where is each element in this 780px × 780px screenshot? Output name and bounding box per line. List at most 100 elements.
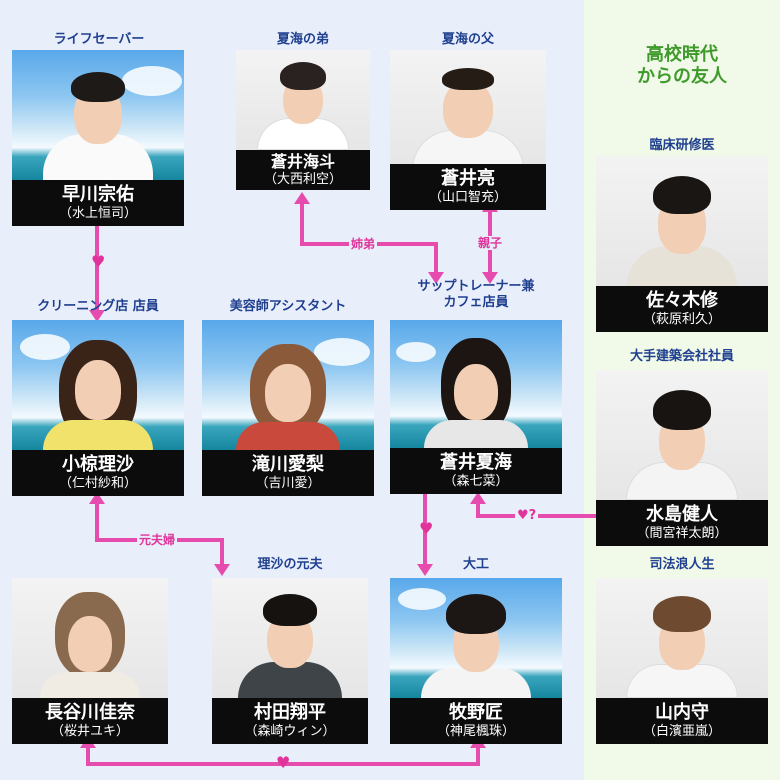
- role-label-ryo: 夏海の父: [441, 32, 494, 47]
- name-bar: 長谷川佳奈 （桜井ユキ）: [12, 698, 168, 744]
- role-natsumi-line1: サップトレーナー兼: [417, 279, 535, 294]
- actor-name: （大西利空）: [263, 172, 342, 187]
- line-mizushima-natsumi: [476, 500, 596, 518]
- person-name: 佐々木修: [646, 290, 718, 311]
- portrait: [35, 578, 145, 698]
- person-name: 牧野匠: [449, 702, 503, 723]
- portrait: [421, 320, 531, 448]
- portrait: [421, 578, 531, 698]
- person-name: 村田翔平: [254, 702, 326, 723]
- card-risa[interactable]: 小椋理沙 （仁村紗和）: [12, 320, 184, 496]
- relation-parent-child: 親子: [476, 236, 505, 250]
- heart-natsumi-makino: ♥: [419, 519, 434, 538]
- name-bar: 早川宗佑 （水上恒司）: [12, 180, 184, 226]
- name-bar: 山内守 （白濱亜嵐）: [596, 698, 768, 744]
- relation-mizushima-natsumi: ♥?: [515, 508, 539, 523]
- beach-photo: [12, 320, 184, 450]
- actor-name: （神尾楓珠）: [436, 724, 515, 739]
- name-bar: 滝川愛梨 （吉川愛）: [202, 450, 374, 496]
- role-label-mizushima: 大手建築会社社員: [629, 349, 734, 364]
- relation-siblings: 姉弟: [349, 237, 378, 251]
- portrait-photo: [596, 370, 768, 500]
- heart-hayakawa-risa: ♥: [91, 252, 106, 271]
- portrait: [257, 50, 349, 150]
- portrait: [626, 370, 738, 500]
- role-label-sasaki: 臨床研修医: [649, 138, 715, 153]
- friends-group-heading: 高校時代 からの友人: [596, 44, 768, 88]
- card-makino[interactable]: 牧野匠 （神尾楓珠）: [390, 578, 562, 744]
- name-bar: 蒼井夏海 （森七菜）: [390, 448, 562, 494]
- name-bar: 佐々木修 （萩原利久）: [596, 286, 768, 332]
- person-name: 蒼井亮: [441, 168, 495, 189]
- person-name: 小椋理沙: [62, 454, 134, 475]
- actor-name: （水上恒司）: [58, 206, 137, 221]
- arrow-to-risa-2: [89, 492, 105, 504]
- role-label-natsumi: サップトレーナー兼 カフェ店員: [388, 279, 564, 311]
- role-label-yamauchi: 司法浪人生: [649, 557, 715, 572]
- role-label-hayakawa: ライフセーバー: [53, 32, 145, 47]
- person-name: 水島健人: [646, 504, 718, 525]
- arrow-to-natsumi-1: [428, 272, 444, 284]
- actor-name: （間宮祥太朗）: [636, 526, 728, 541]
- actor-name: （吉川愛）: [255, 476, 321, 491]
- card-mizushima[interactable]: 水島健人 （間宮祥太朗）: [596, 370, 768, 546]
- portrait-photo: [390, 50, 546, 170]
- actor-name: （森七菜）: [443, 474, 509, 489]
- role-label-makino: 大工: [462, 557, 489, 572]
- name-bar: 小椋理沙 （仁村紗和）: [12, 450, 184, 496]
- card-murata[interactable]: 村田翔平 （森崎ウィン）: [212, 578, 368, 744]
- person-name: 早川宗佑: [62, 184, 134, 205]
- card-sasaki[interactable]: 佐々木修 （萩原利久）: [596, 156, 768, 332]
- beach-photo: [390, 320, 562, 448]
- role-label-airi: 美容師アシスタント: [229, 299, 347, 314]
- actor-name: （森崎ウィン）: [244, 724, 336, 739]
- person-name: 蒼井夏海: [440, 452, 512, 473]
- portrait-photo: [12, 578, 168, 698]
- portrait-photo: [596, 156, 768, 286]
- card-hayakawa[interactable]: 早川宗佑 （水上恒司）: [12, 50, 184, 226]
- actor-name: （仁村紗和）: [58, 476, 137, 491]
- name-bar: 水島健人 （間宮祥太朗）: [596, 500, 768, 546]
- portrait: [43, 50, 153, 180]
- person-name: 長谷川佳奈: [45, 702, 135, 723]
- beach-photo: [12, 50, 184, 180]
- friends-heading-line2: からの友人: [637, 66, 727, 87]
- card-kaito[interactable]: 蒼井海斗 （大西利空）: [236, 50, 370, 190]
- friends-heading-line1: 高校時代: [646, 44, 718, 65]
- actor-name: （桜井ユキ）: [50, 724, 129, 739]
- arrow-to-kaito: [294, 192, 310, 204]
- portrait-photo: [236, 50, 370, 150]
- name-bar: 牧野匠 （神尾楓珠）: [390, 698, 562, 744]
- card-airi[interactable]: 滝川愛梨 （吉川愛）: [202, 320, 374, 496]
- heart-hasegawa-makino: ♥: [276, 753, 291, 772]
- card-hasegawa[interactable]: 長谷川佳奈 （桜井ユキ）: [12, 578, 168, 744]
- card-natsumi[interactable]: 蒼井夏海 （森七菜）: [390, 320, 562, 494]
- card-ryo[interactable]: 蒼井亮 （山口智充）: [390, 50, 546, 210]
- arrow-to-risa: [89, 310, 105, 322]
- arrow-to-natsumi-2: [482, 272, 498, 284]
- role-natsumi-line2: カフェ店員: [443, 295, 509, 310]
- portrait-photo: [212, 578, 368, 698]
- portrait: [235, 578, 345, 698]
- portrait: [412, 50, 524, 170]
- card-yamauchi[interactable]: 山内守 （白濱亜嵐）: [596, 578, 768, 744]
- person-name: 滝川愛梨: [252, 454, 324, 475]
- portrait: [626, 578, 738, 698]
- actor-name: （萩原利久）: [642, 312, 721, 327]
- arrow-to-murata: [214, 564, 230, 576]
- portrait: [43, 320, 153, 450]
- role-label-murata: 理沙の元夫: [257, 557, 323, 572]
- portrait: [627, 156, 737, 286]
- name-bar: 蒼井亮 （山口智充）: [390, 164, 546, 210]
- arrow-to-makino: [417, 564, 433, 576]
- name-bar: 村田翔平 （森崎ウィン）: [212, 698, 368, 744]
- beach-photo: [202, 320, 374, 450]
- actor-name: （白濱亜嵐）: [642, 724, 721, 739]
- portrait-photo: [596, 578, 768, 698]
- actor-name: （山口智充）: [428, 190, 507, 205]
- portrait: [233, 320, 343, 450]
- role-label-kaito: 夏海の弟: [276, 32, 329, 47]
- beach-photo: [390, 578, 562, 698]
- name-bar: 蒼井海斗 （大西利空）: [236, 150, 370, 190]
